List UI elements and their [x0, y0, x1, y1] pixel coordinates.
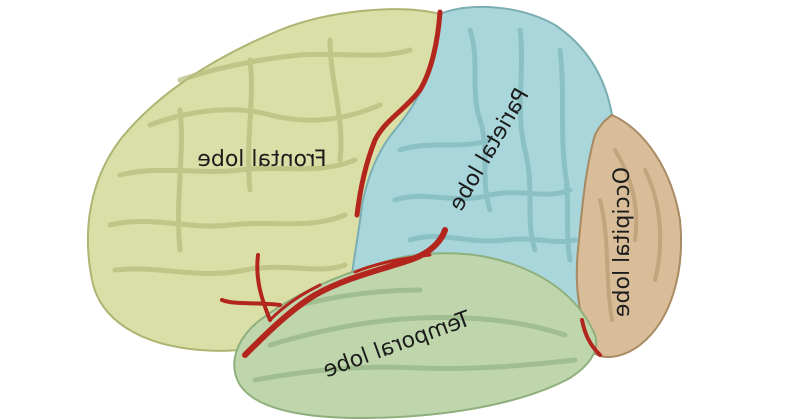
- temporal-gyri: [252, 287, 578, 383]
- blood-vessels: [220, 9, 602, 358]
- occipital-lobe: [575, 113, 682, 358]
- parieto-occipital-vessel: [580, 318, 602, 357]
- temporal-lobe: [233, 252, 598, 420]
- frontal-lobe: [86, 8, 442, 352]
- parietal-gyri: [392, 27, 578, 263]
- middle-cerebral-branch-3: [268, 283, 322, 322]
- middle-cerebral-branch-1: [255, 253, 272, 322]
- frontal-lobe-label: Frontal lobe: [197, 147, 326, 172]
- occipital-gyri: [598, 148, 663, 322]
- frontal-gyri: [107, 37, 413, 277]
- middle-cerebral-branch-2: [220, 298, 282, 307]
- temporal-border-vessel: [353, 253, 432, 274]
- central-sulcus-vessel: [354, 9, 443, 218]
- sylvian-fissure-vessel: [242, 227, 448, 358]
- occipital-lobe-label: Occipital lobe: [610, 167, 635, 317]
- temporal-lobe-region: [233, 252, 598, 420]
